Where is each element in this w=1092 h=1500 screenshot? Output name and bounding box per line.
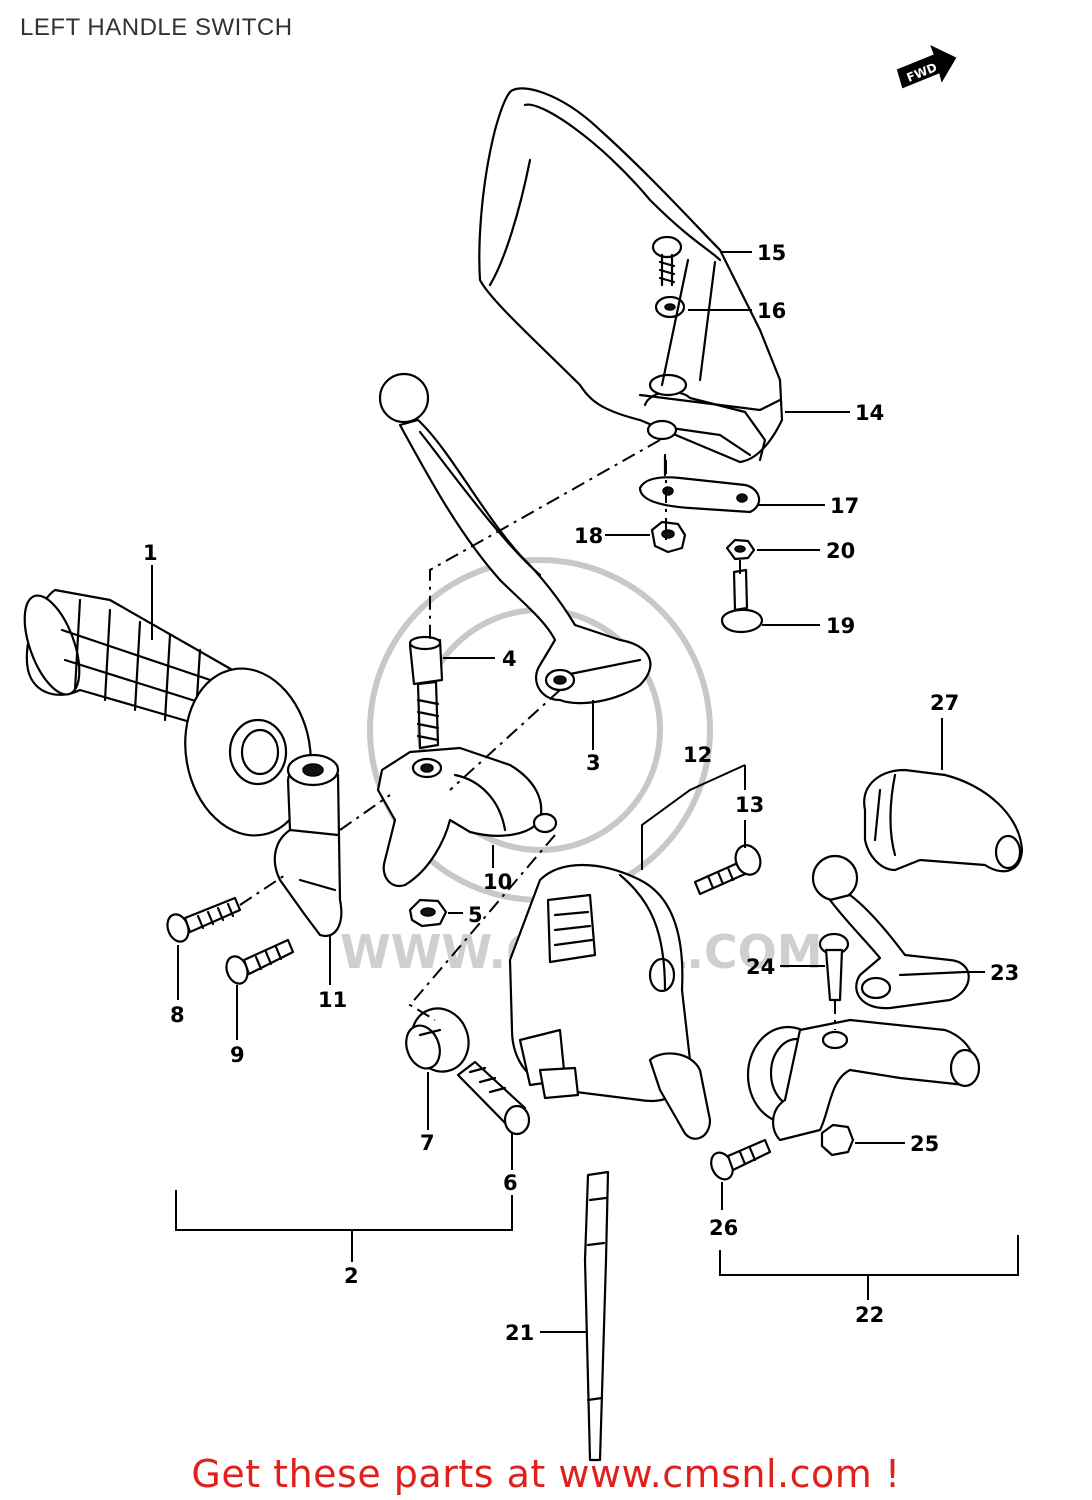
nut-25	[820, 1123, 855, 1157]
callout-11: 11	[318, 988, 347, 1012]
nut-20	[725, 538, 756, 561]
callout-26: 26	[709, 1216, 738, 1240]
clamp-holder-11	[273, 753, 343, 938]
page-title: LEFT HANDLE SWITCH	[20, 14, 293, 41]
callout-25: 25	[910, 1132, 939, 1156]
bolt-19	[720, 568, 764, 634]
plate-17	[638, 453, 761, 514]
screw-26	[710, 1138, 772, 1181]
screw-8	[166, 896, 242, 943]
handle-grip	[23, 588, 312, 837]
callout-14: 14	[855, 401, 884, 425]
callout-21: 21	[505, 1321, 534, 1345]
callout-10: 10	[483, 870, 512, 894]
switch-housing-12	[508, 864, 712, 1140]
hand-guard	[478, 87, 784, 464]
callout-19: 19	[826, 614, 855, 638]
assembly-line	[449, 689, 561, 791]
choke-holder-22	[746, 1018, 981, 1142]
callout-24: 24	[746, 955, 775, 979]
callout-1: 1	[143, 541, 158, 565]
callout-6: 6	[503, 1171, 518, 1195]
assembly-line	[429, 439, 661, 640]
callout-7: 7	[420, 1131, 435, 1155]
callout-15: 15	[757, 241, 786, 265]
callout-23: 23	[990, 961, 1019, 985]
adjuster-bolt-4	[408, 635, 444, 750]
choke-lever-23	[811, 854, 970, 1010]
forward-arrow-icon: FWD	[896, 45, 957, 89]
clutch-lever	[378, 372, 652, 705]
callout-17: 17	[830, 494, 859, 518]
cap-7	[405, 1007, 470, 1073]
callout-8: 8	[170, 1003, 185, 1027]
plug-6	[456, 1060, 531, 1136]
callout-2: 2	[344, 1264, 359, 1288]
cable-band-21	[583, 1170, 610, 1462]
callout-22: 22	[855, 1303, 884, 1327]
callout-13: 13	[735, 793, 764, 817]
callout-5: 5	[468, 903, 483, 927]
lever-bracket-10	[376, 746, 558, 888]
callout-20: 20	[826, 539, 855, 563]
callout-16: 16	[757, 299, 786, 323]
callout-27: 27	[930, 691, 959, 715]
callout-9: 9	[230, 1043, 245, 1067]
screw-9	[225, 938, 295, 985]
assembly-line	[408, 834, 556, 1021]
leader-lines	[151, 251, 1019, 1333]
callout-4: 4	[502, 647, 517, 671]
callout-3: 3	[586, 751, 601, 775]
lever-cover-27	[863, 768, 1024, 873]
callout-18: 18	[574, 524, 603, 548]
assembly-line	[339, 794, 391, 831]
nut-18	[650, 520, 687, 554]
screw-13	[693, 844, 762, 896]
screw-15	[651, 235, 683, 287]
assembly-line	[239, 874, 286, 906]
footer-link[interactable]: Get these parts at www.cmsnl.com !	[191, 1452, 901, 1496]
callout-12: 12	[683, 743, 712, 767]
nut-5	[408, 898, 448, 928]
pin-24	[818, 932, 850, 1002]
